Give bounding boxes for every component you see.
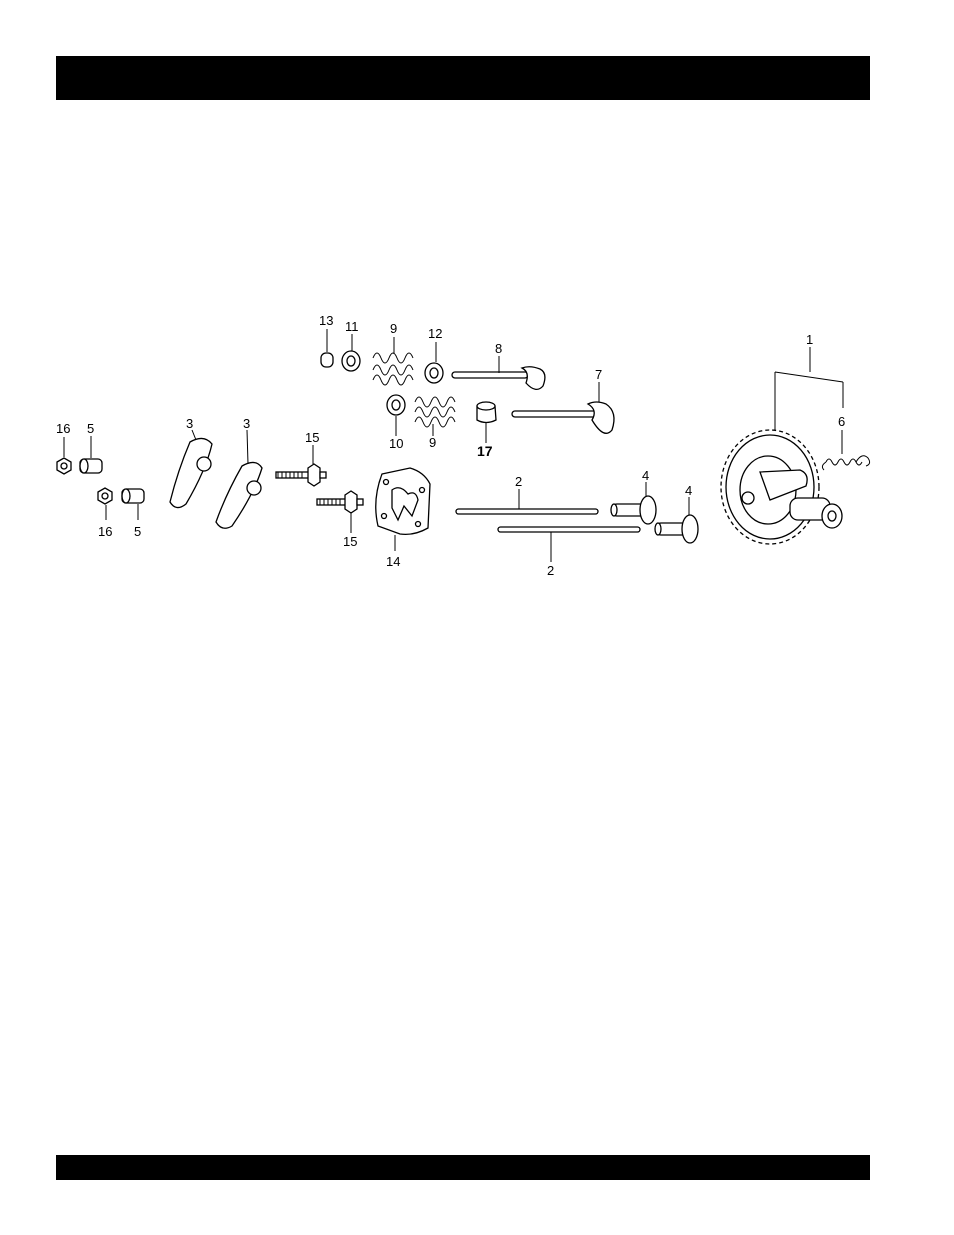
label-3-right: 3 (243, 416, 250, 431)
label-5-lower: 5 (134, 524, 141, 539)
exploded-parts-diagram: 13 11 9 12 8 7 1 6 10 9 17 16 5 3 3 15 2… (0, 300, 954, 600)
label-17: 17 (477, 443, 493, 459)
part-15-stud-upper (276, 445, 326, 486)
part-2-push-rod-upper (456, 489, 598, 514)
label-4-lower: 4 (685, 483, 692, 498)
part-15-stud-lower (317, 491, 363, 533)
part-6-spring (822, 430, 869, 470)
part-7-valve (512, 382, 614, 433)
label-15-upper: 15 (305, 430, 319, 445)
label-8: 8 (495, 341, 502, 356)
part-13-cotter (321, 329, 333, 367)
part-9-spring-upper (373, 337, 413, 385)
part-3-rocker-arm-left (170, 430, 212, 508)
part-5-pivot-lower (122, 489, 144, 520)
label-12: 12 (428, 326, 442, 341)
label-14: 14 (386, 554, 400, 569)
label-10: 10 (389, 436, 403, 451)
header-bar (56, 56, 870, 100)
label-3-left: 3 (186, 416, 193, 431)
label-6: 6 (838, 414, 845, 429)
label-5-upper: 5 (87, 421, 94, 436)
label-11: 11 (345, 319, 359, 334)
part-17-cap (477, 402, 496, 443)
part-4-tappet-lower (655, 497, 698, 543)
part-4-tappet-upper (611, 482, 656, 524)
part-3-rocker-arm-right (216, 430, 262, 528)
label-16-lower: 16 (98, 524, 112, 539)
label-13: 13 (319, 313, 333, 328)
label-1: 1 (806, 332, 813, 347)
part-16-nut-upper (57, 437, 71, 474)
label-2-lower: 2 (547, 563, 554, 578)
part-14-guide-plate (376, 468, 430, 551)
part-12-seat (425, 342, 443, 383)
part-1-camshaft-gear (721, 347, 843, 544)
label-7: 7 (595, 367, 602, 382)
part-2-push-rod-lower (498, 527, 640, 562)
part-9-spring-lower (415, 397, 455, 436)
part-8-valve (452, 356, 545, 389)
part-10-retainer (387, 395, 405, 436)
label-15-lower: 15 (343, 534, 357, 549)
label-9-lower: 9 (429, 435, 436, 450)
label-2-upper: 2 (515, 474, 522, 489)
label-9-upper: 9 (390, 321, 397, 336)
footer-bar (56, 1155, 870, 1180)
label-4-upper: 4 (642, 468, 649, 483)
part-16-nut-lower (98, 488, 112, 520)
part-5-pivot-upper (80, 436, 102, 473)
part-11-retainer (342, 334, 360, 371)
label-16-upper: 16 (56, 421, 70, 436)
